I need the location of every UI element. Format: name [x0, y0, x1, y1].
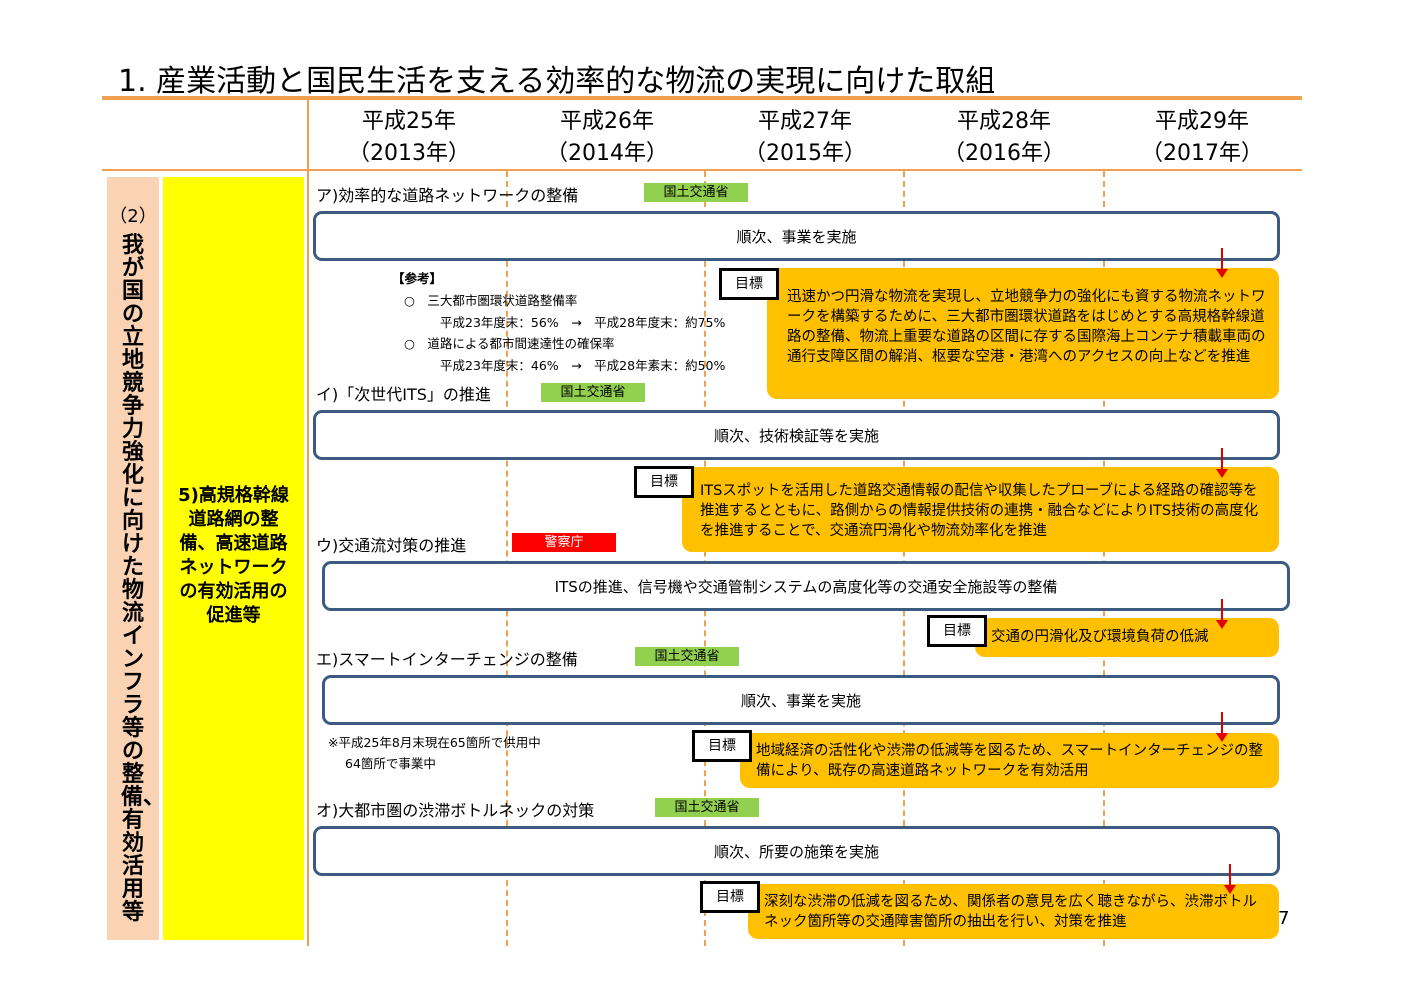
category-column: [107, 177, 159, 940]
year-header-2013: 平成25年（2013年）: [348, 109, 470, 166]
reference-detail: 平成23年度末：46% → 平成28年素末：約50%: [440, 358, 726, 373]
section-heading-d: エ)スマートインターチェンジの整備: [316, 650, 578, 669]
category-label: （2） 我が国の立地競争力強化に向けた物流インフラ等の整備、有効活用等: [109, 206, 166, 925]
goal-box-e: 深刻な渋滞の低減を図るため、関係者の意見を広く聴きながら、渋滞ボトルネック箇所等…: [748, 884, 1279, 939]
section-heading-b: イ)「次世代ITS」の推進: [316, 385, 491, 404]
goal-box-b: ITSスポットを活用した道路交通情報の配信や収集したプローブによる経路の確認等を…: [682, 467, 1279, 552]
agency-tag-e: 国土交通省: [655, 798, 759, 817]
header-divider: [307, 100, 309, 170]
goal-label-c: 目標: [927, 615, 987, 647]
footnote: ※平成25年8月末現在65箇所で供用中: [328, 735, 541, 750]
timeline-divider: [506, 171, 508, 946]
goal-box-a: 迅速かつ円滑な物流を実現し、立地競争力の強化にも資する物流ネットワークを構築する…: [767, 268, 1279, 399]
goal-box-c: 交通の円滑化及び環境負荷の低減: [975, 618, 1279, 657]
header-rule: [102, 169, 1302, 171]
down-arrow-icon: [1216, 448, 1228, 478]
timeline-divider: [903, 171, 905, 946]
reference-detail: 平成23年度末：56% → 平成28年度末：約75%: [440, 315, 726, 330]
page-number: 7: [1278, 908, 1290, 929]
goal-label-b: 目標: [634, 466, 694, 498]
agency-tag-a: 国土交通省: [644, 183, 748, 202]
title-rule: [102, 96, 1302, 100]
timeline-divider: [1103, 171, 1105, 946]
subcategory-label: 5)高規格幹線道路網の整備、高速道路ネットワークの有効活用の促進等: [178, 485, 289, 626]
down-arrow-icon: [1216, 248, 1228, 278]
year-header-2014: 平成26年（2014年）: [546, 109, 668, 166]
down-arrow-icon: [1216, 712, 1228, 742]
goal-label-e: 目標: [700, 881, 760, 913]
agency-tag-b: 国土交通省: [541, 383, 645, 402]
schedule-bar-b: 順次、技術検証等を実施: [313, 410, 1280, 460]
schedule-bar-a: 順次、事業を実施: [313, 211, 1280, 261]
subcategory-column: [163, 177, 304, 940]
reference-item: ○ 三大都市圏環状道路整備率: [404, 293, 578, 308]
section-heading-c: ウ)交通流対策の推進: [316, 536, 467, 555]
goal-label-d: 目標: [692, 730, 752, 762]
schedule-bar-d: 順次、事業を実施: [322, 675, 1280, 725]
goal-box-d: 地域経済の活性化や渋滞の低減等を図るため、スマートインターチェンジの整備により、…: [740, 733, 1279, 788]
year-header-2015: 平成27年（2015年）: [744, 109, 866, 166]
schedule-bar-e: 順次、所要の施策を実施: [313, 826, 1280, 876]
year-header-2017: 平成29年（2017年）: [1141, 109, 1263, 166]
timeline-divider: [704, 171, 706, 946]
reference-item: ○ 道路による都市間速達性の確保率: [404, 336, 615, 351]
reference-label: 【参考】: [392, 271, 443, 286]
footnote: 64箇所で事業中: [345, 756, 436, 771]
page-title: 1. 産業活動と国民生活を支える効率的な物流の実現に向けた取組: [118, 64, 996, 99]
down-arrow-icon: [1216, 599, 1228, 629]
agency-tag-c: 警察庁: [512, 533, 616, 552]
down-arrow-icon: [1224, 864, 1236, 894]
goal-label-a: 目標: [719, 268, 779, 300]
schedule-bar-c: ITSの推進、信号機や交通管制システムの高度化等の交通安全施設等の整備: [322, 561, 1290, 611]
timeline-left-border: [307, 171, 309, 946]
year-header-2016: 平成28年（2016年）: [943, 109, 1065, 166]
section-heading-a: ア)効率的な道路ネットワークの整備: [316, 186, 579, 205]
agency-tag-d: 国土交通省: [635, 647, 739, 666]
section-heading-e: オ)大都市圏の渋滞ボトルネックの対策: [316, 801, 595, 820]
